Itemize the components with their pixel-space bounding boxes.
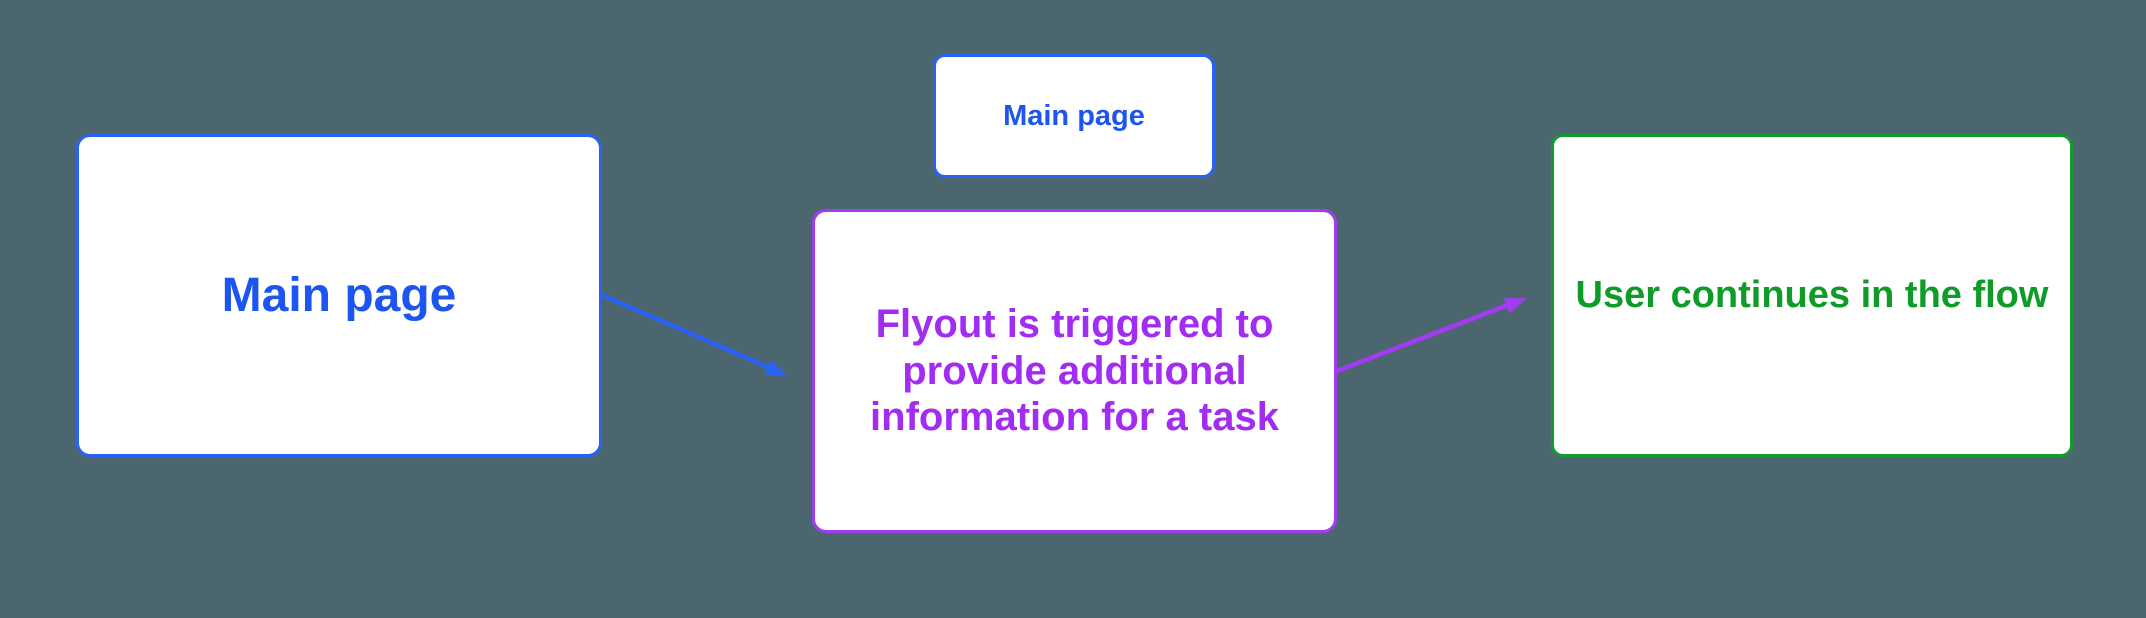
edge-main-to-flyout[interactable]	[599, 292, 773, 371]
node-user-continues[interactable]: User continues in the flow	[1551, 134, 2073, 457]
node-main-page-label: Main page	[221, 269, 457, 322]
edge-flyout-to-continue[interactable]	[1334, 302, 1511, 374]
node-user-continues-label: User continues in the flow	[1575, 274, 2049, 316]
node-flyout-line-2: provide additional	[902, 348, 1247, 393]
node-main-page[interactable]: Main page	[76, 134, 602, 457]
node-main-page-small[interactable]: Main page	[933, 54, 1215, 178]
edge-main-to-flyout-arrowhead	[764, 359, 788, 376]
node-flyout-line-3: information for a task	[870, 395, 1279, 440]
node-flyout-line-1: Flyout is triggered to	[875, 301, 1274, 346]
edge-flyout-to-continue-arrowhead	[1503, 298, 1527, 314]
node-main-page-small-label: Main page	[1003, 99, 1145, 132]
node-flyout-triggered-label: Flyout is triggered to provide additiona…	[870, 301, 1279, 441]
node-flyout-triggered[interactable]: Flyout is triggered to provide additiona…	[812, 209, 1337, 533]
